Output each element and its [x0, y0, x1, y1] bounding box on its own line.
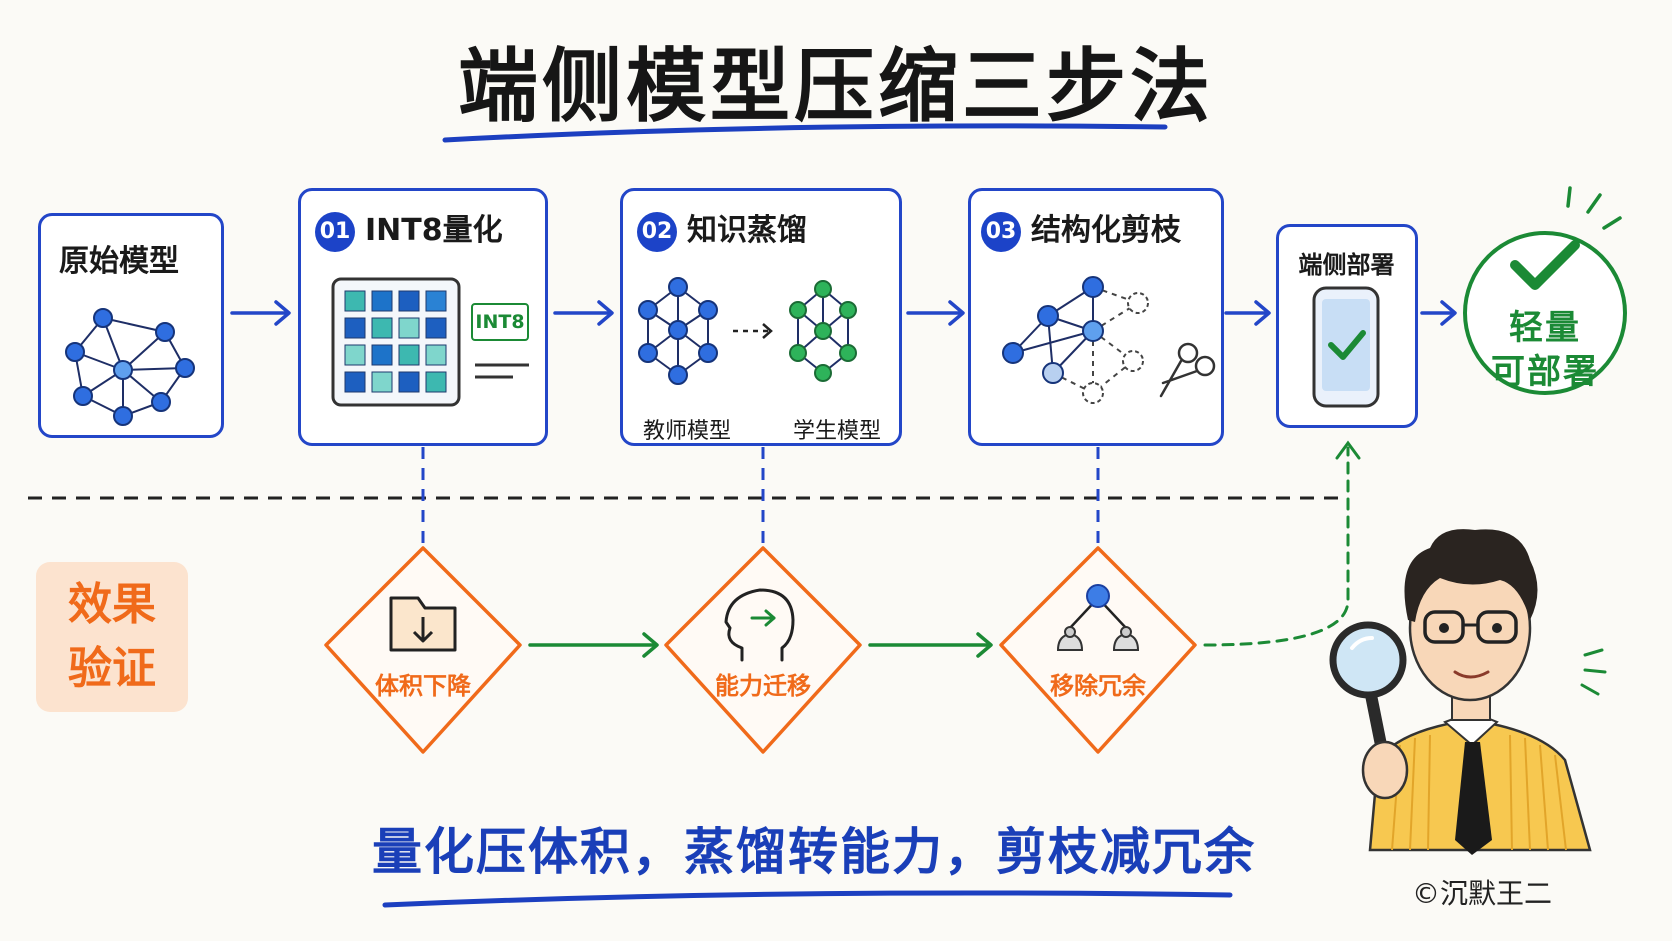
pruning-icon: [1002, 276, 1216, 404]
result-circle: [1463, 231, 1627, 395]
step-2-header: 02 知识蒸馏: [637, 205, 807, 252]
head-transfer-icon: [724, 588, 795, 662]
effect-diamond-2: [664, 546, 862, 754]
student-model-label: 学生模型: [793, 419, 882, 444]
step-3-header: 03 结构化剪枝: [981, 205, 1181, 252]
step-1-card: 01 INT8量化 INT8: [298, 188, 548, 446]
effect-box-line-2: 验证: [68, 643, 156, 694]
effect-verification-box: 效果 验证: [36, 562, 188, 712]
checkmark-icon: [1328, 330, 1366, 360]
step-2-badge: 02: [637, 211, 677, 252]
int8-grid-icon: [331, 277, 461, 407]
magnifier-character: [1329, 529, 1607, 855]
scissors-icon: [1159, 342, 1216, 398]
effect-label-3: 移除冗余: [1050, 672, 1146, 700]
step-3-badge: 03: [981, 211, 1021, 252]
deployment-card: 端侧部署: [1276, 224, 1418, 428]
deployment-label: 端侧部署: [1298, 251, 1395, 279]
checkmark-icon: [1510, 240, 1580, 290]
int8-chip: INT8: [471, 303, 529, 341]
result-line-2: 可部署: [1491, 352, 1599, 392]
distillation-icon: [638, 277, 857, 385]
effect-box-line-1: 效果: [68, 579, 156, 630]
green-up-arrow: [1203, 440, 1361, 647]
step-1-header: 01 INT8量化: [315, 205, 503, 252]
original-model-label: 原始模型: [59, 244, 179, 279]
tree-prune-icon: [1056, 584, 1140, 651]
phone-icon: [1312, 286, 1380, 408]
step-2-label: 知识蒸馏: [687, 213, 807, 248]
result-text: 轻量 可部署: [1470, 306, 1620, 394]
folder-download-icon: [389, 596, 457, 652]
step-3-card: 03 结构化剪枝: [968, 188, 1224, 446]
result-line-1: 轻量: [1509, 308, 1581, 348]
teacher-model-label: 教师模型: [643, 419, 732, 444]
effect-diamond-3: [999, 546, 1197, 754]
step-3-label: 结构化剪枝: [1031, 213, 1181, 248]
step-2-card: 02 知识蒸馏 教师模型 学生模型: [620, 188, 902, 446]
text-lines-icon: [475, 363, 529, 379]
copyright: ©沉默王二: [1412, 877, 1553, 910]
neural-network-icon: [65, 308, 195, 426]
flow-arrows: [230, 300, 1457, 326]
step-1-badge: 01: [315, 211, 355, 252]
step-1-label: INT8量化: [365, 213, 503, 248]
original-model-card: 原始模型: [38, 213, 224, 438]
slogan: 量化压体积，蒸馏转能力，剪枝减冗余: [372, 823, 1256, 881]
page-title: 端侧模型压缩三步法: [458, 40, 1214, 133]
effect-label-1: 体积下降: [375, 672, 471, 700]
effect-label-2: 能力迁移: [715, 672, 811, 700]
